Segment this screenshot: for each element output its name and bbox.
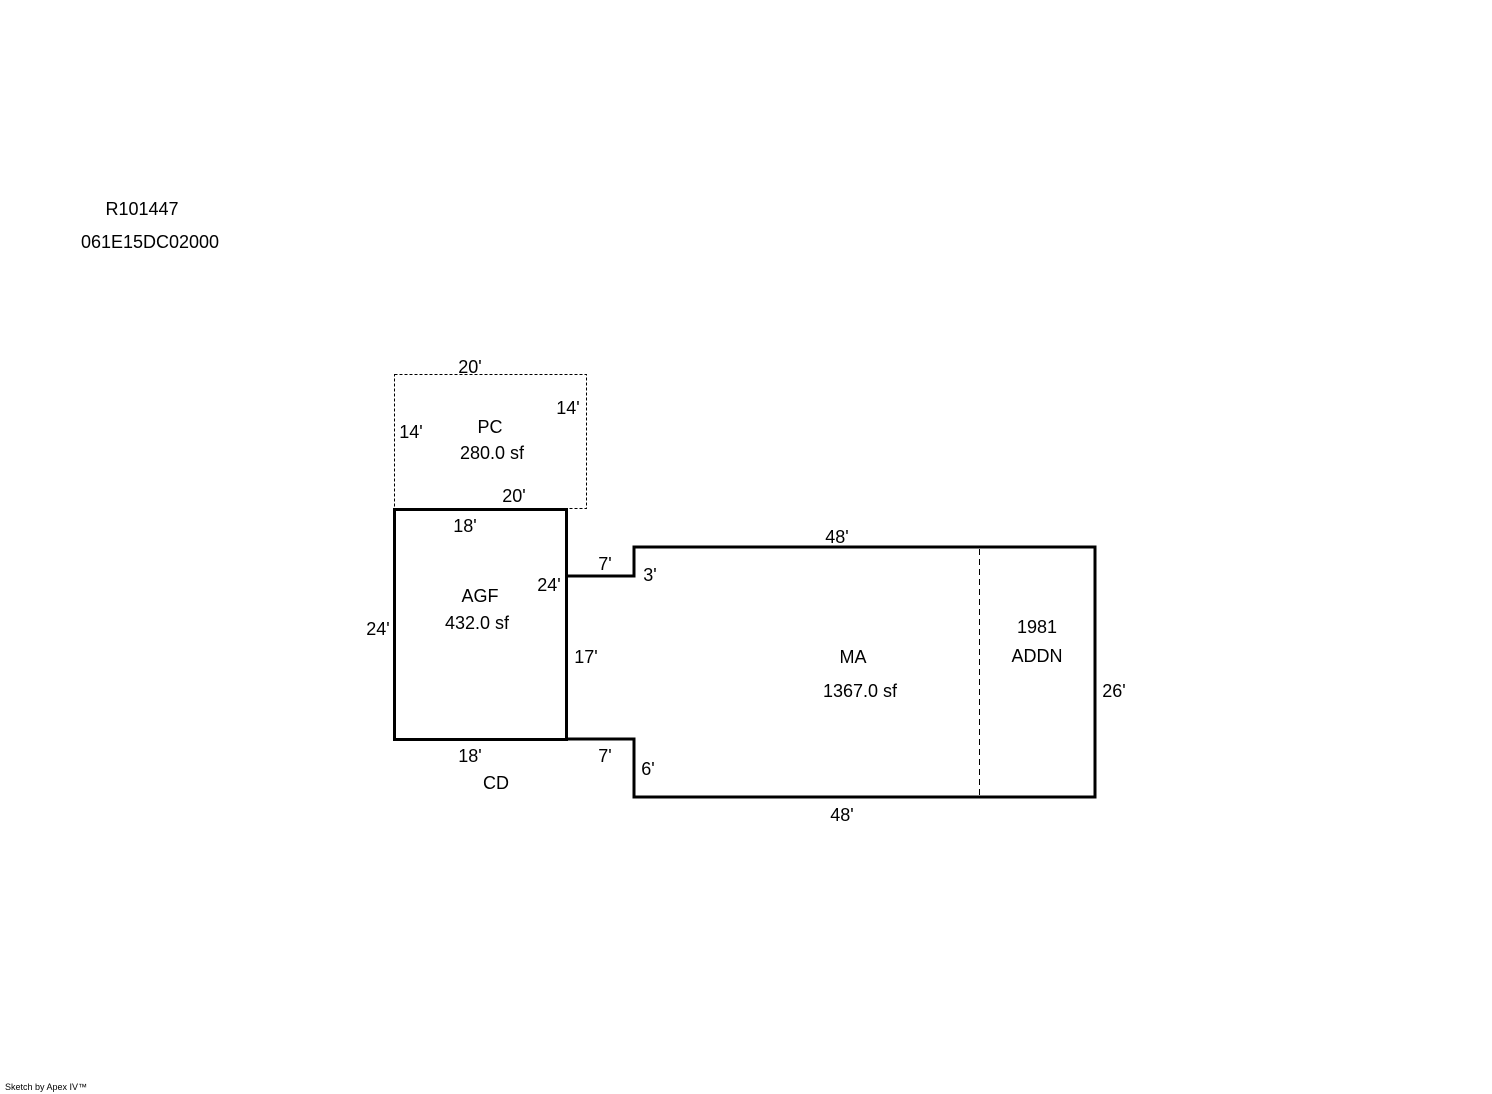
sketch-credit: Sketch by Apex IV™ — [5, 1082, 87, 1092]
ma-outline — [567, 545, 1097, 799]
dim-connector-right: 17' — [574, 647, 597, 667]
dim-ma-bottom: 48' — [830, 805, 853, 825]
dim-pc-left: 14' — [399, 422, 422, 442]
cd-label: CD — [483, 773, 509, 793]
map-number: 061E15DC02000 — [81, 232, 219, 252]
dim-agf-bottom: 18' — [458, 746, 481, 766]
dim-ma-top: 48' — [825, 527, 848, 547]
dim-connector-bottom: 7' — [598, 746, 611, 766]
addn-label: ADDN — [1011, 646, 1062, 666]
dim-ma-step-top: 3' — [643, 565, 656, 585]
ma-label: MA — [840, 647, 867, 667]
dim-agf-right: 24' — [537, 575, 560, 595]
dim-ma-right: 26' — [1102, 681, 1125, 701]
dim-connector-top: 7' — [598, 554, 611, 574]
pc-label: PC — [477, 417, 502, 437]
account-number: R101447 — [105, 199, 178, 219]
dim-agf-top: 18' — [453, 516, 476, 536]
pc-area: 280.0 sf — [460, 443, 525, 463]
agf-area: 432.0 sf — [445, 613, 510, 633]
dim-ma-step-bottom: 6' — [641, 759, 654, 779]
dim-pc-bottom: 20' — [502, 486, 525, 506]
addn-year: 1981 — [1017, 617, 1057, 637]
dim-pc-right: 14' — [556, 398, 579, 418]
ma-area: 1367.0 sf — [823, 681, 898, 701]
dim-agf-left: 24' — [366, 619, 389, 639]
dim-pc-top: 20' — [458, 357, 481, 377]
pc-outline — [394, 374, 587, 509]
agf-outline — [393, 508, 568, 741]
agf-label: AGF — [461, 586, 498, 606]
